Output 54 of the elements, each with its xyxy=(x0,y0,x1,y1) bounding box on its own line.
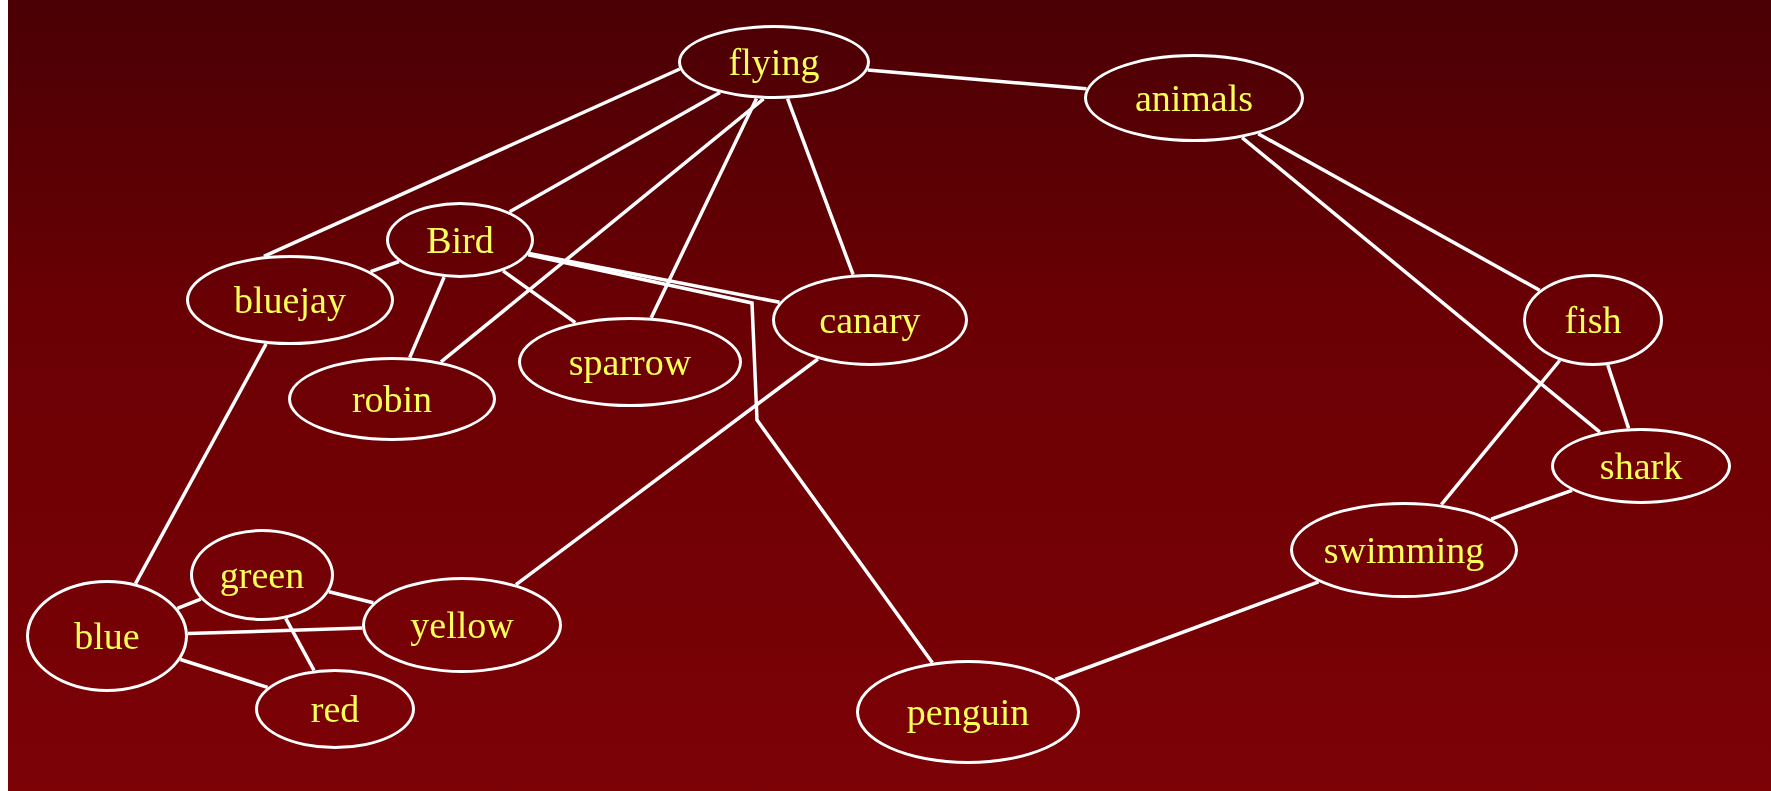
concept-ellipse xyxy=(1523,274,1663,366)
connector-line xyxy=(284,617,316,672)
connector-line xyxy=(508,91,721,214)
concept-label: animals xyxy=(1134,79,1254,117)
concept-ellipse xyxy=(190,529,334,621)
connector-line xyxy=(502,269,577,325)
concept-ellipse xyxy=(362,577,562,673)
connector-line xyxy=(1439,359,1562,506)
connector-line xyxy=(785,98,855,276)
concept-ellipse xyxy=(1551,428,1731,504)
concept-ellipse xyxy=(518,317,742,407)
concept-label: Bird xyxy=(426,221,494,259)
concept-label: bluejay xyxy=(234,281,346,319)
concept-ellipse xyxy=(255,669,415,749)
connector-line xyxy=(649,97,759,319)
concept-ellipse xyxy=(856,660,1080,764)
connector-line xyxy=(179,657,269,690)
concept-label: canary xyxy=(819,301,921,339)
concept-label: penguin xyxy=(906,693,1030,731)
concept-label: shark xyxy=(1599,447,1683,485)
concept-label: red xyxy=(310,690,360,728)
concept-ellipse xyxy=(678,25,870,99)
concept-label: swimming xyxy=(1323,531,1485,569)
concept-label: green xyxy=(219,556,305,594)
connector-line xyxy=(527,253,934,664)
connector-line xyxy=(370,259,400,274)
concept-label: flying xyxy=(728,43,820,81)
connector-line xyxy=(263,67,681,258)
connector-line xyxy=(1054,580,1320,682)
concept-label: yellow xyxy=(410,606,514,644)
concept-label: fish xyxy=(1564,301,1622,339)
connector-line xyxy=(1257,132,1541,292)
concept-label: sparrow xyxy=(568,343,692,381)
concept-ellipse xyxy=(386,202,534,278)
connector-line xyxy=(1241,136,1601,434)
connector-line xyxy=(514,357,819,586)
connector-line xyxy=(328,590,374,605)
connector-line xyxy=(176,597,202,610)
connector-line xyxy=(1606,364,1631,429)
connector-line xyxy=(408,276,446,359)
concept-label: blue xyxy=(74,617,140,655)
connector-line xyxy=(133,342,268,585)
concept-ellipse xyxy=(1290,502,1518,598)
connector-line xyxy=(439,97,765,364)
concept-ellipse xyxy=(186,255,394,345)
concept-label: robin xyxy=(351,380,433,418)
concept-ellipse xyxy=(772,274,968,366)
connector-line xyxy=(528,251,780,304)
concept-ellipse xyxy=(26,580,188,692)
connector-line xyxy=(187,626,363,636)
concept-ellipse xyxy=(1084,54,1304,142)
connector-line xyxy=(867,68,1087,91)
connector-line xyxy=(1490,488,1573,521)
concept-ellipse xyxy=(288,357,496,441)
